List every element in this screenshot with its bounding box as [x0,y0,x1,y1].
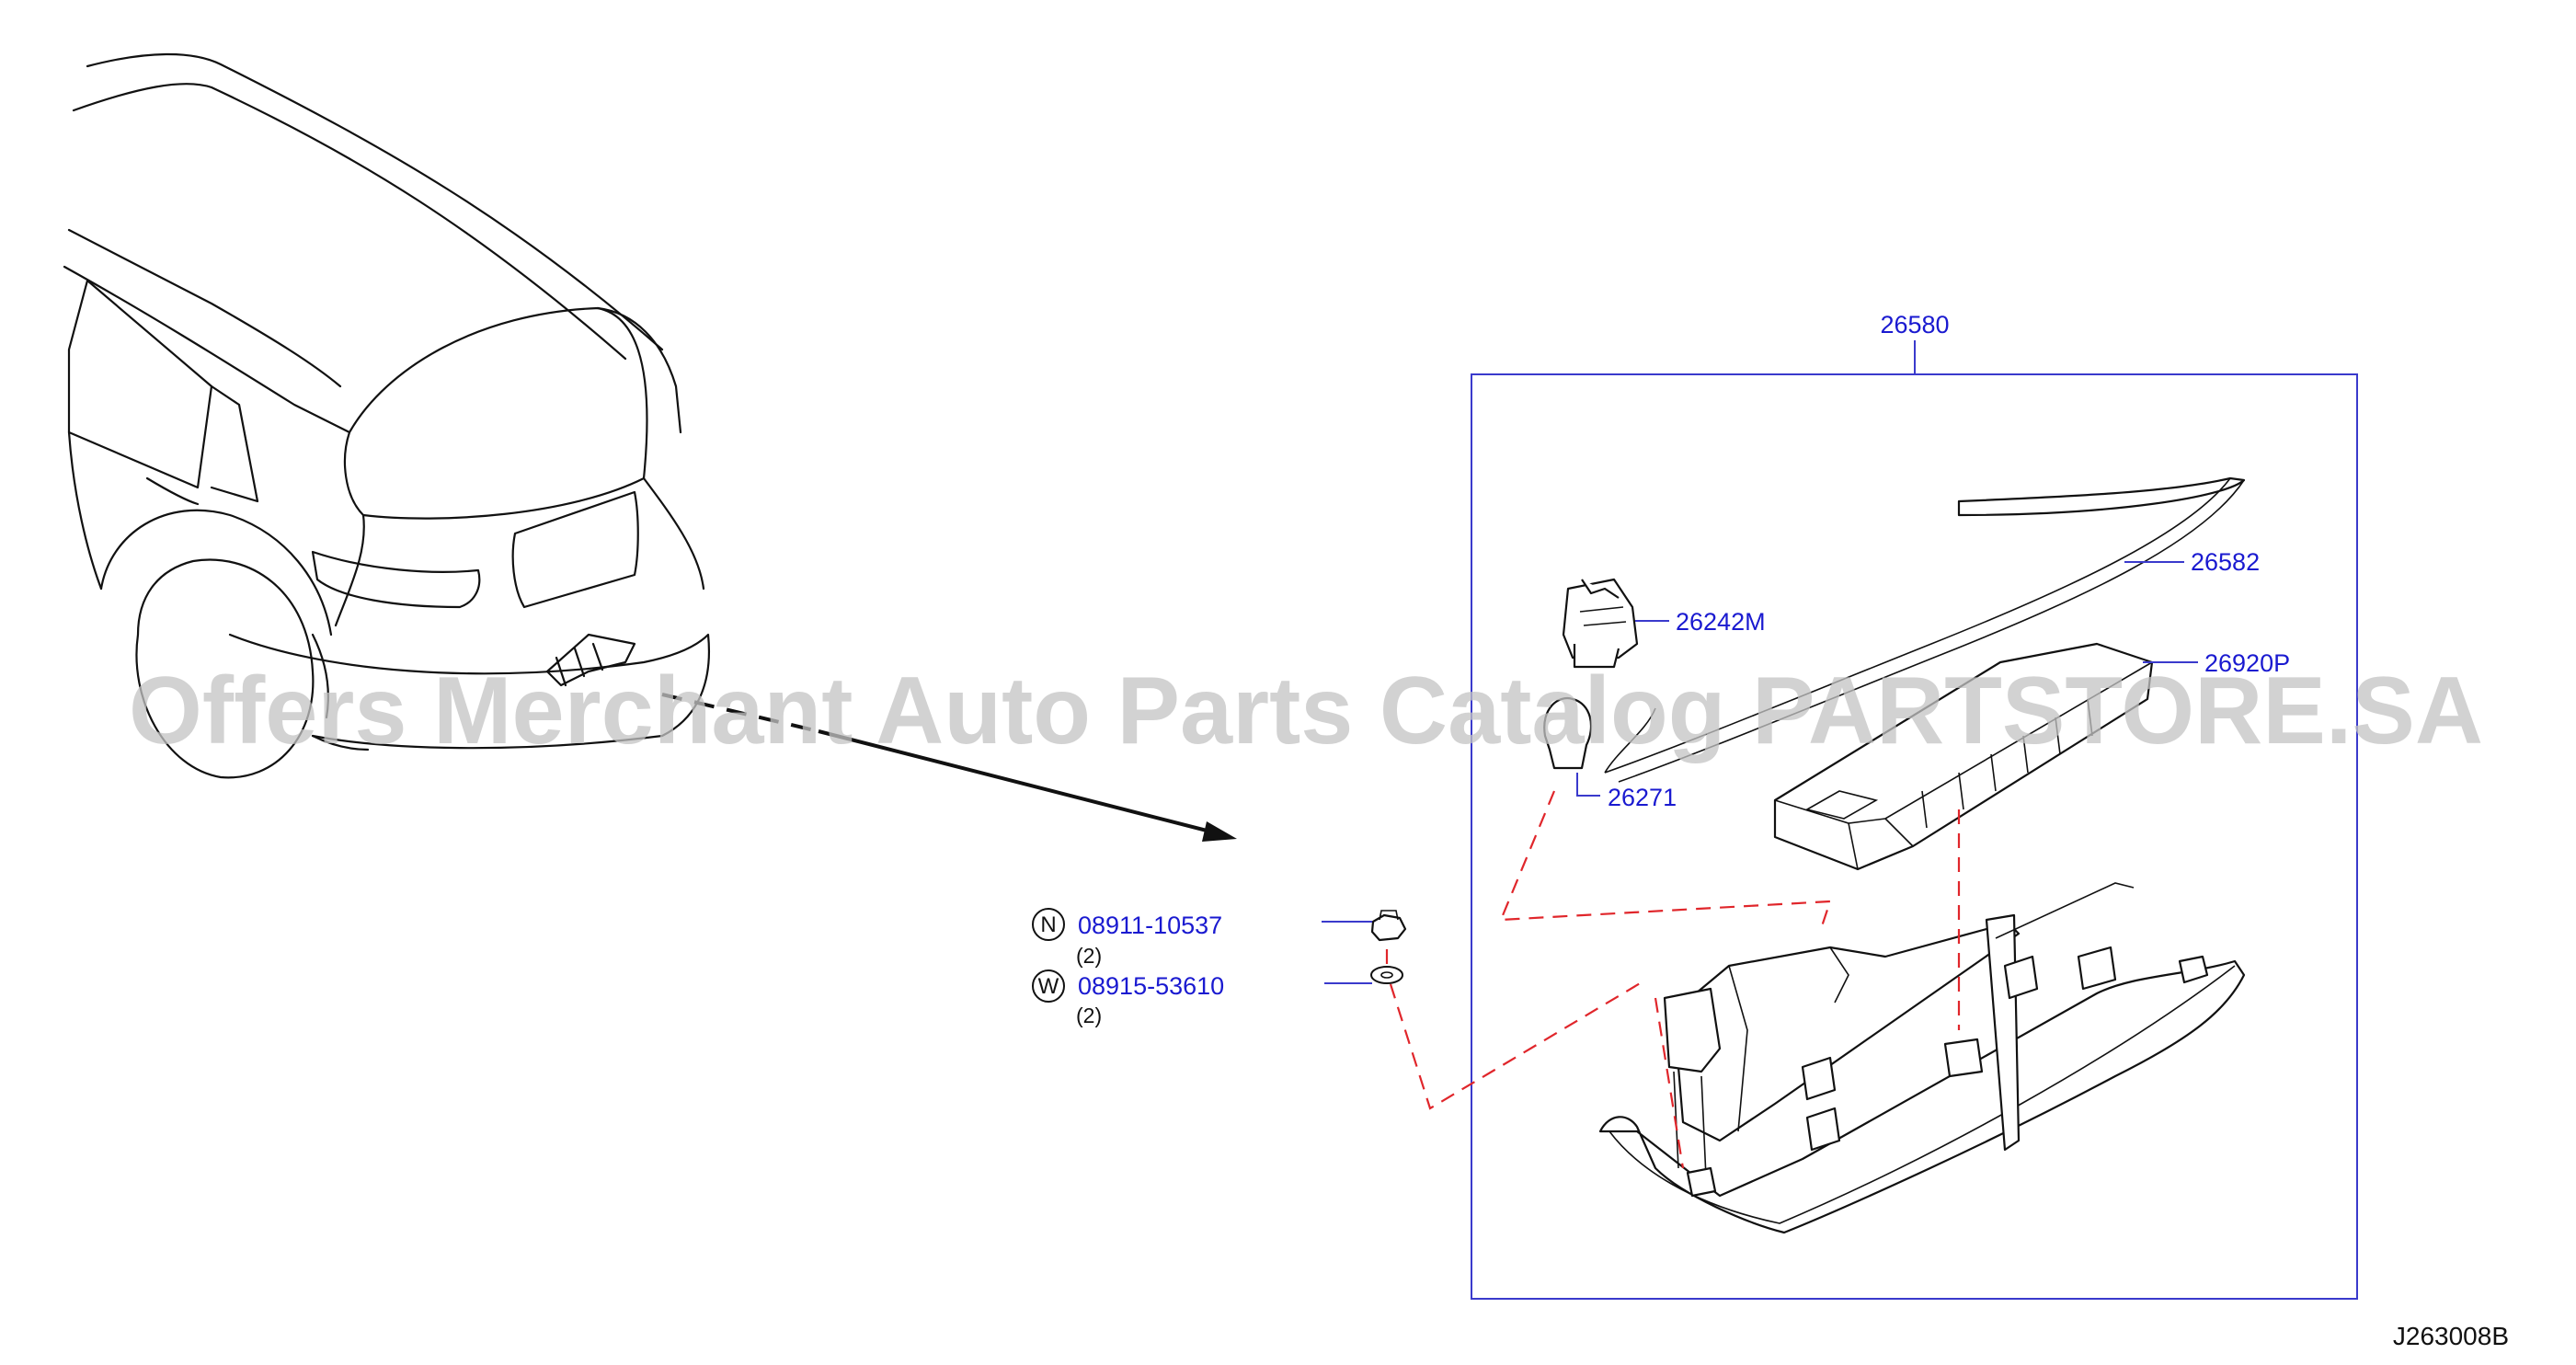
lamp-body [1598,882,2246,1234]
vehicle-rear-glass [343,306,648,520]
vehicle-license-lamp-mount [545,633,636,687]
vehicle-license-recess [511,490,639,609]
lamp-clip [1943,1038,1984,1078]
vehicle-side-window [67,279,213,489]
figure-reference: J263008B [2393,1322,2509,1350]
lamp-clip [2077,946,2117,991]
leader-26271 [1576,773,1600,797]
fastener-quantity: (2) [1076,944,1102,968]
lamp-clip [1801,1056,1837,1101]
fastener-symbol: W [1038,974,1059,999]
fastener-quantity: (2) [1076,1004,1102,1027]
assembly-guides [1385,790,1961,1169]
pointer-arrowhead [1202,821,1237,842]
fastener-part-number: 08911-10537 [1078,912,1222,939]
vehicle-roof-inner [72,83,627,361]
vehicle-tail-light [311,550,481,609]
vehicle-rear-wheel [135,558,315,779]
lamp-clip [2003,955,2039,1000]
assembly-part-number: 26580 [1880,311,1949,338]
fastener-symbol: N [1040,912,1056,937]
lamp-clip [1805,1107,1841,1152]
part-26242M-socket [1562,578,1639,669]
vehicle-roof-line [86,52,664,351]
part-26271-bulb [1543,696,1593,770]
fastener-callout-washer: W 08915-53610 (2) [1032,969,1224,1027]
location-pointer [661,693,1237,842]
lamp-clip [2178,955,2209,984]
part-26582-gasket [1604,476,2246,783]
vehicle-illustration [63,52,710,779]
vehicle-rear-bumper [228,633,710,750]
fastener-part-number: 08915-53610 [1078,972,1224,1000]
washer-08915-53610 [1370,966,1403,984]
lamp-clip [1686,1166,1717,1198]
nut-08911-10537 [1370,910,1407,942]
callout-26271: 26271 [1608,784,1677,811]
callout-26242M: 26242M [1676,608,1766,636]
callout-26920P: 26920P [2204,649,2290,677]
watermark-text: Offers Merchant Auto Parts Catalog PARTS… [129,658,2483,764]
fastener-callout-nut: N 08911-10537 (2) [1032,908,1222,968]
callout-26582: 26582 [2191,548,2260,576]
